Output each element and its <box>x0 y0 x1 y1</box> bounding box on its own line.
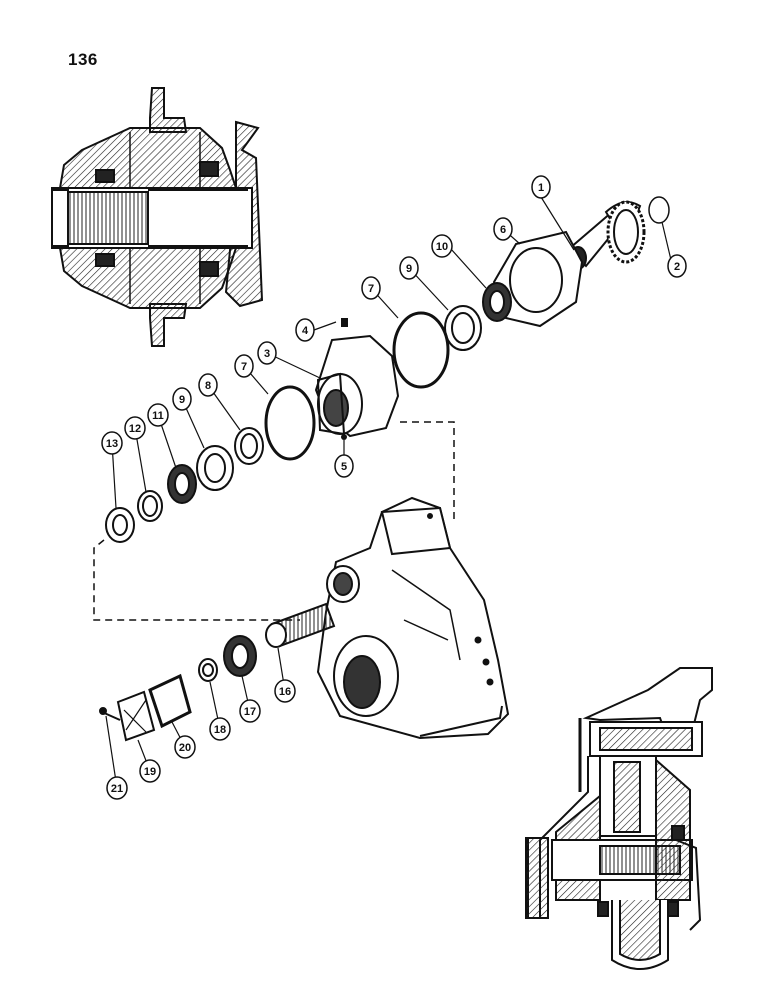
part-20-gasket <box>148 673 192 729</box>
part-9-bearing-cup-lower <box>196 445 234 491</box>
callout-label: 7 <box>368 283 374 295</box>
callout-label: 17 <box>244 706 256 718</box>
callout-9b: 9 <box>172 387 192 411</box>
part-17-bearing <box>223 635 257 677</box>
callout-label: 18 <box>214 724 226 736</box>
drive-section-view <box>525 667 713 970</box>
part-12-shim <box>137 490 163 522</box>
callout-7a: 7 <box>361 276 381 300</box>
assembly-dashed-outline <box>93 421 455 621</box>
callout-8: 8 <box>198 373 218 397</box>
part-10-bearing-cone <box>482 282 512 322</box>
callout-18: 18 <box>209 717 231 741</box>
part-11-bearing-cone <box>167 464 197 504</box>
part-6-gasket <box>492 230 584 328</box>
hub-section-view <box>51 87 264 347</box>
callout-label: 12 <box>129 423 141 435</box>
callout-label: 9 <box>406 263 412 275</box>
callout-label: 5 <box>341 461 347 473</box>
callout-label: 21 <box>111 783 123 795</box>
callout-6: 6 <box>493 217 513 241</box>
callout-12: 12 <box>124 416 146 440</box>
callout-16: 16 <box>274 679 296 703</box>
callout-label: 6 <box>500 224 506 236</box>
callout-5: 5 <box>334 454 354 478</box>
callout-label: 9 <box>179 394 185 406</box>
page-number: 136 <box>68 50 98 69</box>
callout-4: 4 <box>295 318 315 342</box>
part-18-bushing <box>198 658 218 682</box>
callout-13: 13 <box>101 431 123 455</box>
part-13-seal <box>105 507 135 543</box>
callout-19: 19 <box>139 759 161 783</box>
callout-label: 4 <box>302 325 309 337</box>
callout-label: 19 <box>144 766 156 778</box>
callout-21: 21 <box>106 776 128 800</box>
callout-label: 11 <box>152 410 164 422</box>
callout-label: 2 <box>674 261 680 273</box>
part-19-cover <box>116 690 156 742</box>
callout-2: 2 <box>667 254 687 278</box>
callout-label: 20 <box>179 742 191 754</box>
callout-11: 11 <box>147 403 169 427</box>
callout-7b: 7 <box>234 354 254 378</box>
part-9-bearing-cup-upper <box>444 305 482 351</box>
callout-3: 3 <box>257 341 277 365</box>
callout-17: 17 <box>239 699 261 723</box>
part-7-o-ring-lower <box>264 385 316 461</box>
callout-label: 13 <box>106 438 118 450</box>
callout-label: 8 <box>205 380 211 392</box>
part-16-splined-shaft <box>265 602 336 648</box>
part-2-snap-ring <box>648 196 670 224</box>
callout-label: 16 <box>279 686 291 698</box>
part-8-seal <box>234 427 264 465</box>
callout-label: 1 <box>538 182 544 194</box>
part-7-o-ring-upper <box>392 311 450 389</box>
callout-20: 20 <box>174 735 196 759</box>
part-21-bolt <box>99 707 121 721</box>
callout-1: 1 <box>531 175 551 199</box>
callout-10: 10 <box>431 234 453 258</box>
part-5-plug <box>341 434 347 440</box>
callout-9a: 9 <box>399 256 419 280</box>
callout-label: 7 <box>241 361 247 373</box>
main-housing <box>316 496 510 740</box>
part-3-carrier <box>314 334 400 438</box>
part-4-vent <box>341 318 348 327</box>
callout-label: 10 <box>436 241 448 253</box>
callout-label: 3 <box>264 348 270 360</box>
